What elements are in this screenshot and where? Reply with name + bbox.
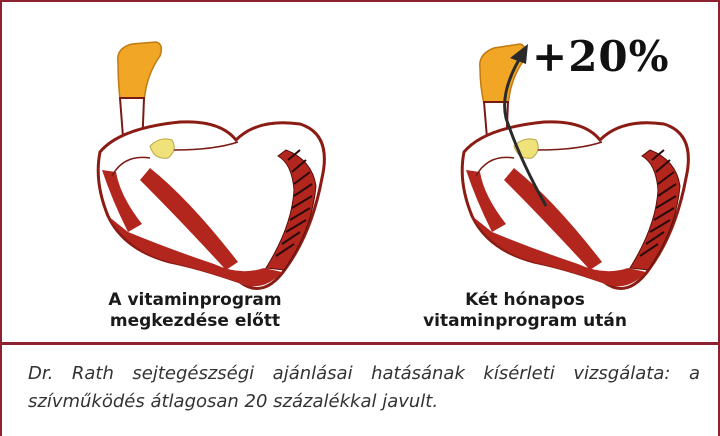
label-after-line1: Két hónapos <box>395 290 655 311</box>
label-before: A vitaminprogram megkezdése előtt <box>60 290 330 332</box>
label-before-line1: A vitaminprogram <box>60 290 330 311</box>
heart-before-icon <box>98 42 324 288</box>
figure-caption: Dr. Rath sejtegészségi ajánlásai hatásán… <box>28 360 700 416</box>
divider-line <box>0 342 720 345</box>
increase-percentage: +20% <box>532 32 670 81</box>
label-after-line2: vitaminprogram után <box>395 311 655 332</box>
label-after: Két hónapos vitaminprogram után <box>395 290 655 332</box>
label-before-line2: megkezdése előtt <box>60 311 330 332</box>
